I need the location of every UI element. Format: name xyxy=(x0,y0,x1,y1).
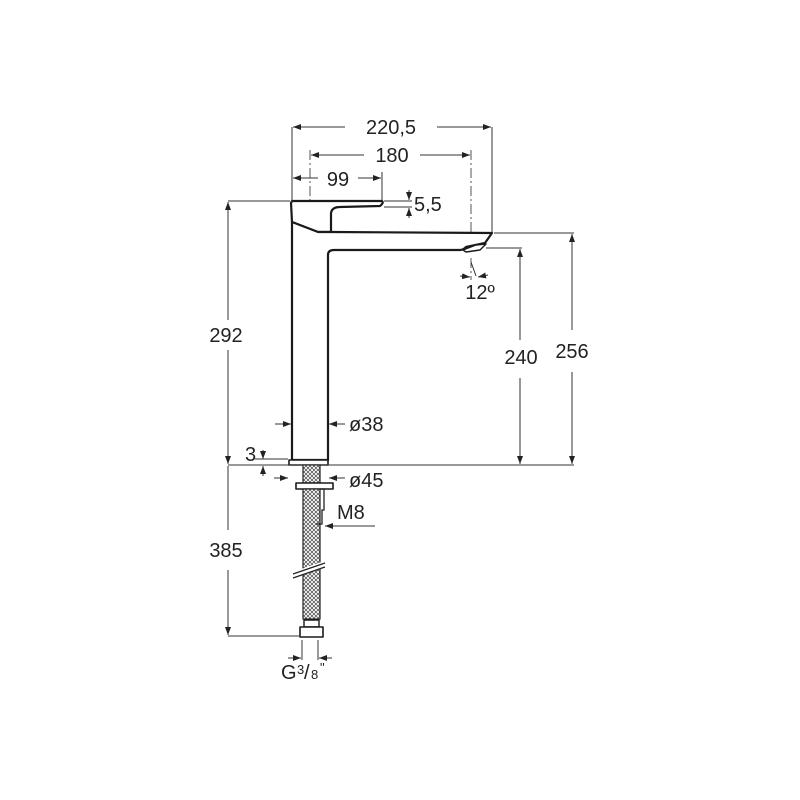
hose-connector xyxy=(299,626,324,638)
dim-lever-length: 99 xyxy=(327,169,349,191)
spout-body xyxy=(290,220,494,462)
dim-lever-gap: 5,5 xyxy=(414,194,442,216)
dimension-labels: 220,5 180 99 5,5 292 240 256 12º ø38 3 ø… xyxy=(209,117,588,684)
braided-hose xyxy=(302,488,321,620)
mounting-nut xyxy=(295,482,334,490)
center-lines xyxy=(309,150,472,470)
dim-outlet-height: 240 xyxy=(504,347,537,369)
dimensions xyxy=(225,124,575,661)
dim-hose-connection: G 3 / 8 " xyxy=(281,660,325,684)
dim-spout-angle: 12º xyxy=(465,282,495,304)
hose-connection-letter: G xyxy=(281,662,297,684)
aerator xyxy=(462,243,487,253)
faucet-body xyxy=(288,199,494,466)
dim-overall-reach: 220,5 xyxy=(366,117,416,139)
dim-base-thickness: 3 xyxy=(245,444,256,466)
dim-hose-length: 385 xyxy=(209,540,242,562)
base-flange xyxy=(288,459,329,466)
fraction-numerator: 3 xyxy=(297,662,304,677)
dim-spout-reach: 180 xyxy=(375,145,408,167)
dim-spout-top-height: 256 xyxy=(555,341,588,363)
inch-mark: " xyxy=(320,660,325,675)
dim-total-height: 292 xyxy=(209,325,242,347)
threaded-stud xyxy=(316,488,325,525)
dim-base-diameter: ø45 xyxy=(349,470,383,492)
dim-stud-thread: M8 xyxy=(337,502,365,524)
fraction-denominator: 8 xyxy=(311,667,318,682)
break-line xyxy=(292,562,326,575)
fraction-slash: / xyxy=(304,662,310,684)
mounting-assembly xyxy=(292,464,334,638)
lever-handle xyxy=(289,199,384,234)
dim-body-diameter: ø38 xyxy=(349,414,383,436)
